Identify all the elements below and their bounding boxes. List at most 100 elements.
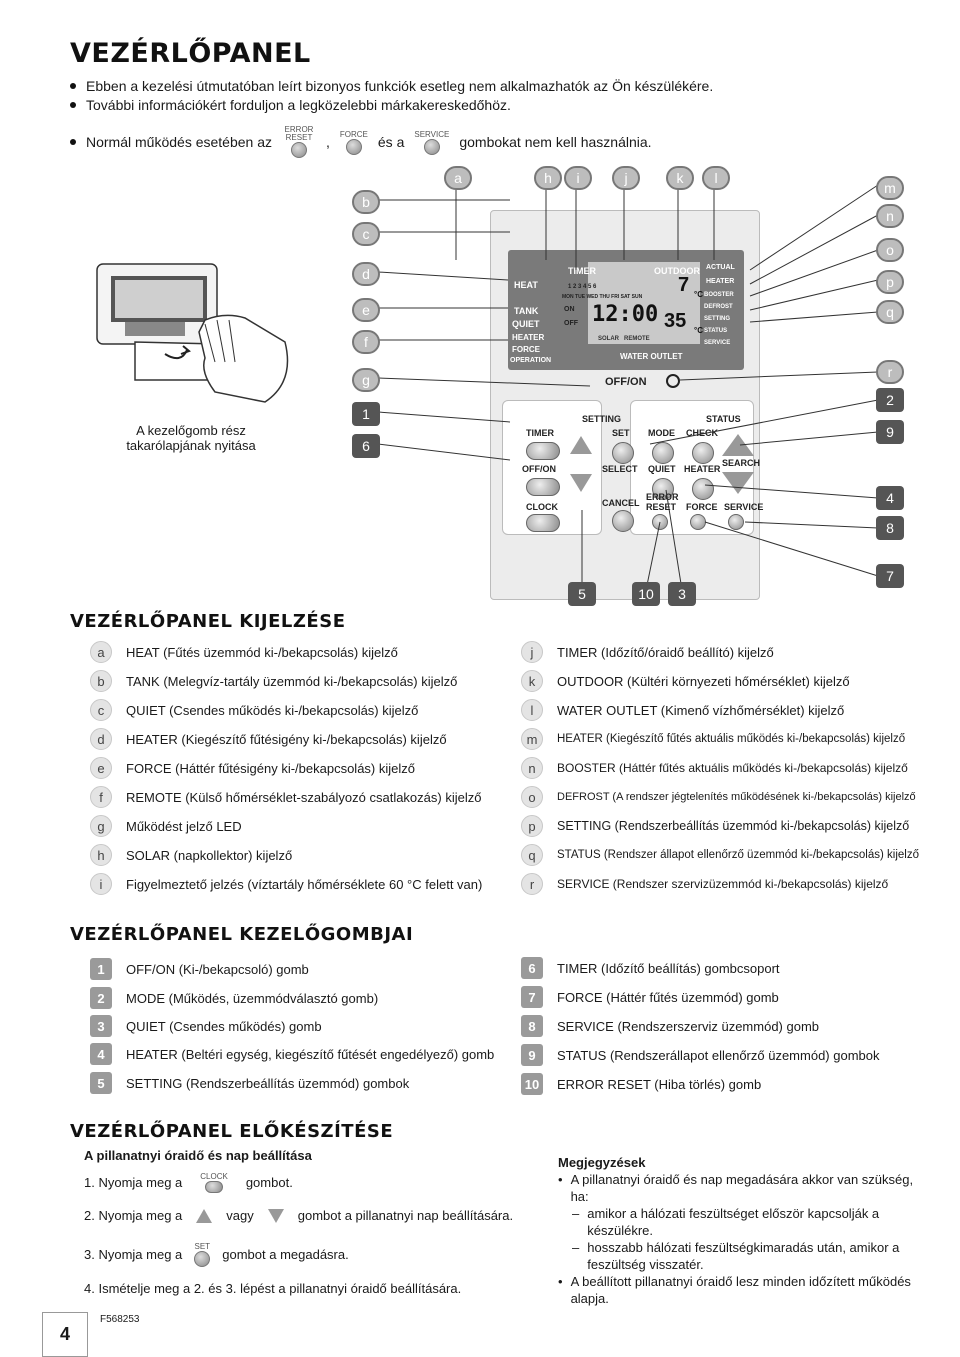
status-triangle-up-icon[interactable]	[722, 434, 754, 456]
callout-f: f	[352, 330, 380, 354]
off-on-label: OFF/ON	[605, 376, 647, 388]
lcd-tank: TANK	[514, 306, 539, 316]
step2-mid: vagy	[226, 1208, 254, 1223]
power-icon[interactable]	[666, 374, 680, 388]
badge-j: j	[521, 641, 543, 663]
display-text-b: TANK (Melegvíz-tartály üzemmód ki-/bekap…	[126, 673, 458, 689]
lcd-setting: SETTING	[704, 316, 731, 322]
badge-h: h	[90, 844, 112, 866]
badge-m: m	[521, 728, 543, 750]
display-text-h: SOLAR (napkollektor) kijelző	[126, 847, 293, 863]
callout-lines	[377, 180, 879, 591]
doc-code: F568253	[100, 1314, 140, 1325]
button-text-9: STATUS (Rendszerállapot ellenőrző üzemmó…	[557, 1047, 880, 1063]
badge-a: a	[90, 641, 112, 663]
clock-mini-button-icon: CLOCK	[200, 1172, 228, 1193]
bullet-dot: •	[558, 1274, 563, 1289]
callout-a: a	[444, 166, 472, 190]
triangle-up-icon[interactable]	[570, 436, 592, 454]
notes-dash-1-text: amikor a hálózati feszültséget először k…	[587, 1206, 880, 1238]
badge-r: r	[521, 873, 543, 895]
lcd-unit-c-2: °C	[694, 326, 703, 335]
badge-n: n	[521, 757, 543, 779]
callout-4: 4	[876, 486, 904, 510]
triangle-down-icon[interactable]	[570, 474, 592, 492]
setting-group	[502, 400, 602, 535]
cancel-button[interactable]	[612, 510, 634, 532]
callout-n: n	[876, 204, 904, 228]
timer-offon-button[interactable]	[526, 478, 560, 496]
lcd-force: FORCE	[512, 345, 540, 354]
prep-step-4: 4. Ismételje meg a 2. és 3. lépést a pil…	[84, 1281, 462, 1296]
cancel-label: CANCEL	[602, 498, 640, 508]
lcd-outdoor: OUTDOOR	[654, 266, 700, 276]
badge-p: p	[521, 815, 543, 837]
lcd-water-outlet: WATER OUTLET	[620, 352, 683, 361]
callout-b: b	[352, 190, 380, 214]
mode-button[interactable]	[652, 442, 674, 464]
button-text-8: SERVICE (Rendszerszerviz üzemmód) gomb	[557, 1018, 820, 1034]
cover-opening-illustration	[95, 262, 315, 412]
lcd-operation: OPERATION	[510, 357, 552, 364]
notes-bullet-2-text: A beállított pillanatnyi óraidő lesz min…	[570, 1274, 911, 1306]
badge-2: 2	[90, 987, 112, 1009]
set-button[interactable]	[612, 442, 634, 464]
display-item-h: h SOLAR (napkollektor) kijelző	[90, 844, 292, 866]
callout-1: 1	[352, 402, 380, 426]
badge-4: 4	[90, 1043, 112, 1065]
check-button[interactable]	[692, 442, 714, 464]
notes-dash-2: –hosszabb hálózati feszültségkimaradás u…	[558, 1239, 914, 1273]
quiet-button[interactable]	[652, 478, 674, 500]
error-reset-label: ERROR RESET	[646, 492, 679, 512]
bullet-dot: •	[558, 1172, 563, 1187]
lcd-display: HEAT TANK QUIET HEATER FORCE OPERATION T…	[508, 250, 744, 370]
clock-label: CLOCK	[526, 502, 558, 512]
badge-e: e	[90, 757, 112, 779]
triangle-up-icon	[196, 1208, 213, 1223]
display-item-n: n BOOSTER (Háttér fűtés aktuális működés …	[521, 757, 908, 779]
heater-button[interactable]	[692, 478, 714, 500]
bullet-dot	[70, 102, 76, 108]
intro-text-2: További információkért forduljon a legkö…	[86, 97, 511, 113]
lcd-weekdays: MON TUE WED THU FRI SAT SUN	[562, 294, 643, 300]
callout-9: 9	[876, 420, 904, 444]
callout-q: q	[876, 300, 904, 324]
step2-post: gombot a pillanatnyi nap beállítására.	[297, 1208, 514, 1223]
display-text-q: STATUS (Rendszer állapot ellenőrző üzemm…	[557, 849, 919, 861]
lcd-on: ON	[564, 306, 575, 313]
badge-l: l	[521, 699, 543, 721]
lcd-outdoor-temp: 7	[678, 274, 690, 296]
display-text-i: Figyelmeztető jelzés (víztartály hőmérsé…	[126, 876, 483, 892]
callout-7: 7	[876, 564, 904, 588]
callout-j: j	[612, 166, 640, 190]
set-mini-button-icon: SET	[194, 1242, 211, 1267]
control-panel-figure: HEAT TANK QUIET HEATER FORCE OPERATION T…	[350, 160, 910, 610]
badge-5: 5	[90, 1072, 112, 1094]
badge-d: d	[90, 728, 112, 750]
service-button[interactable]	[728, 514, 744, 530]
heater-label: HEATER	[684, 464, 721, 474]
intro-text-3-mid: és a	[377, 134, 405, 150]
timer-button[interactable]	[526, 442, 560, 460]
display-text-k: OUTDOOR (Kültéri környezeti hőmérséklet)…	[557, 673, 850, 689]
lcd-unit-c-1: °C	[694, 290, 703, 299]
clock-button[interactable]	[526, 514, 560, 532]
callout-p: p	[876, 270, 904, 294]
display-text-n: BOOSTER (Háttér fűtés aktuális működés k…	[557, 761, 908, 775]
service-mini-button-icon: SERVICE	[414, 130, 449, 155]
step1-post: gombot.	[245, 1175, 293, 1190]
lcd-booster: BOOSTER	[704, 292, 734, 298]
display-section-heading: VEZÉRLŐPANEL KIJELZÉSE	[70, 611, 346, 632]
callout-o: o	[876, 238, 904, 262]
